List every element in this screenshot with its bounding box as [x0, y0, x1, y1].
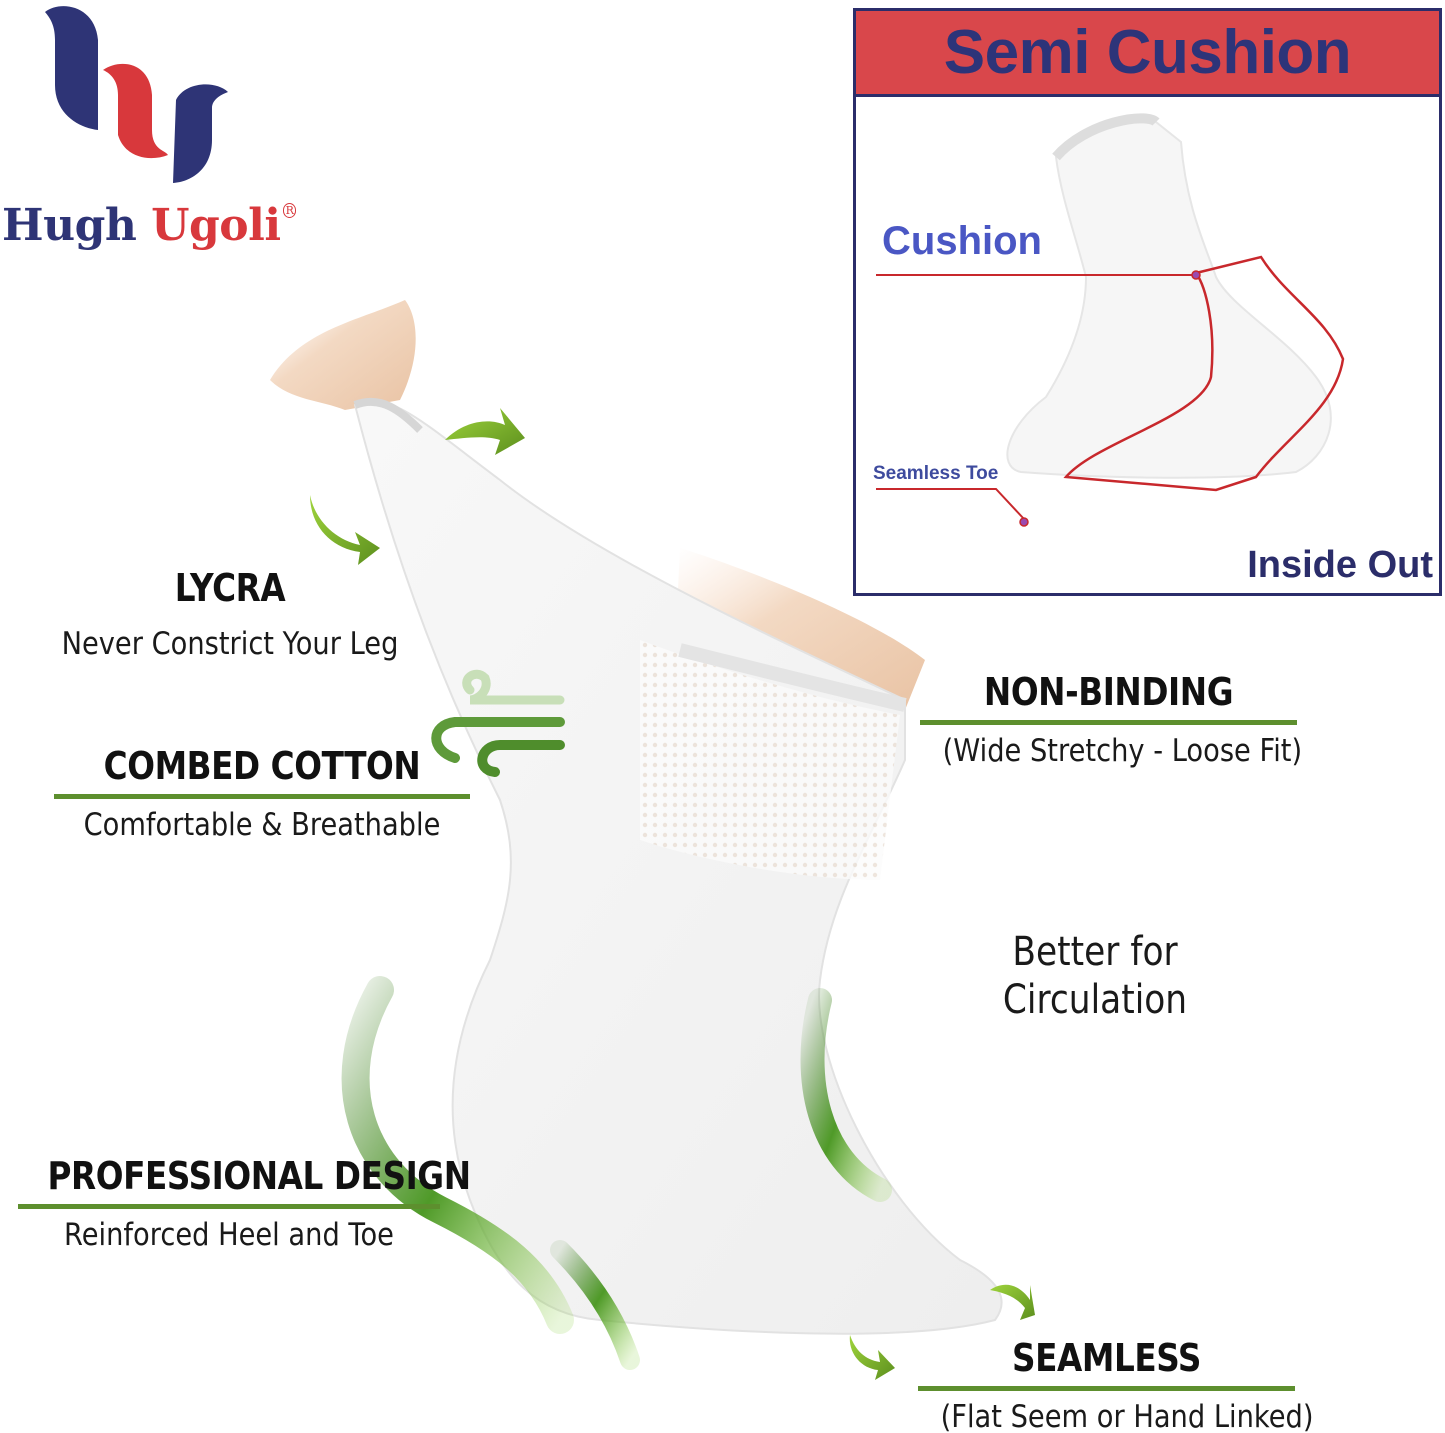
green-divider — [918, 1386, 1295, 1391]
green-divider — [18, 1204, 440, 1209]
panel-header: Semi Cushion — [856, 11, 1439, 97]
feature-seamless: SEAMLESS (Flat Seem or Hand Linked) — [918, 1336, 1314, 1433]
brand-mark-icon — [45, 6, 228, 183]
cushion-diagram — [876, 113, 1345, 527]
feature-lycra: LYCRA Never Constrict Your Leg — [30, 566, 430, 662]
feature-combed-cotton: COMBED COTTON Comfortable & Breathable — [54, 744, 470, 843]
feature-description: (Wide Stretchy - Loose Fit) — [942, 733, 1303, 769]
brand-name-ugoli: Ugoli — [151, 200, 281, 251]
hand-image — [270, 300, 416, 410]
feature-title: PROFESSIONAL DESIGN — [47, 1154, 472, 1198]
feature-title: LYCRA — [174, 566, 286, 610]
green-divider — [920, 720, 1297, 725]
panel-title: Semi Cushion — [943, 18, 1352, 87]
seamless-toe-label: Seamless Toe — [873, 463, 999, 484]
feature-non-binding: NON-BINDING (Wide Stretchy - Loose Fit) — [920, 670, 1303, 769]
green-divider — [54, 794, 470, 799]
circulation-line-1: Better for — [1012, 929, 1178, 975]
feature-circulation: Better for Circulation — [940, 928, 1250, 1024]
feature-professional-design: PROFESSIONAL DESIGN Reinforced Heel and … — [18, 1154, 472, 1253]
feature-description: Reinforced Heel and Toe — [64, 1217, 394, 1253]
feature-description: Comfortable & Breathable — [83, 807, 441, 843]
registered-mark-icon: R — [282, 203, 297, 218]
feature-description: (Flat Seem or Hand Linked) — [940, 1399, 1314, 1433]
feature-title: SEAMLESS — [1011, 1336, 1201, 1380]
feature-title: NON-BINDING — [983, 670, 1234, 714]
circulation-line-2: Circulation — [1002, 977, 1188, 1023]
inside-out-label: Inside Out — [1247, 544, 1433, 586]
semi-cushion-panel: Semi Cushion Cushion Seamless Toe Inside… — [853, 8, 1442, 596]
feature-title: COMBED COTTON — [103, 744, 421, 788]
cushion-label: Cushion — [882, 219, 1042, 263]
panel-body: Cushion Seamless Toe Inside Out — [856, 97, 1439, 593]
feature-description: Never Constrict Your Leg — [61, 626, 399, 662]
brand-name-hugh: Hugh — [2, 200, 137, 251]
